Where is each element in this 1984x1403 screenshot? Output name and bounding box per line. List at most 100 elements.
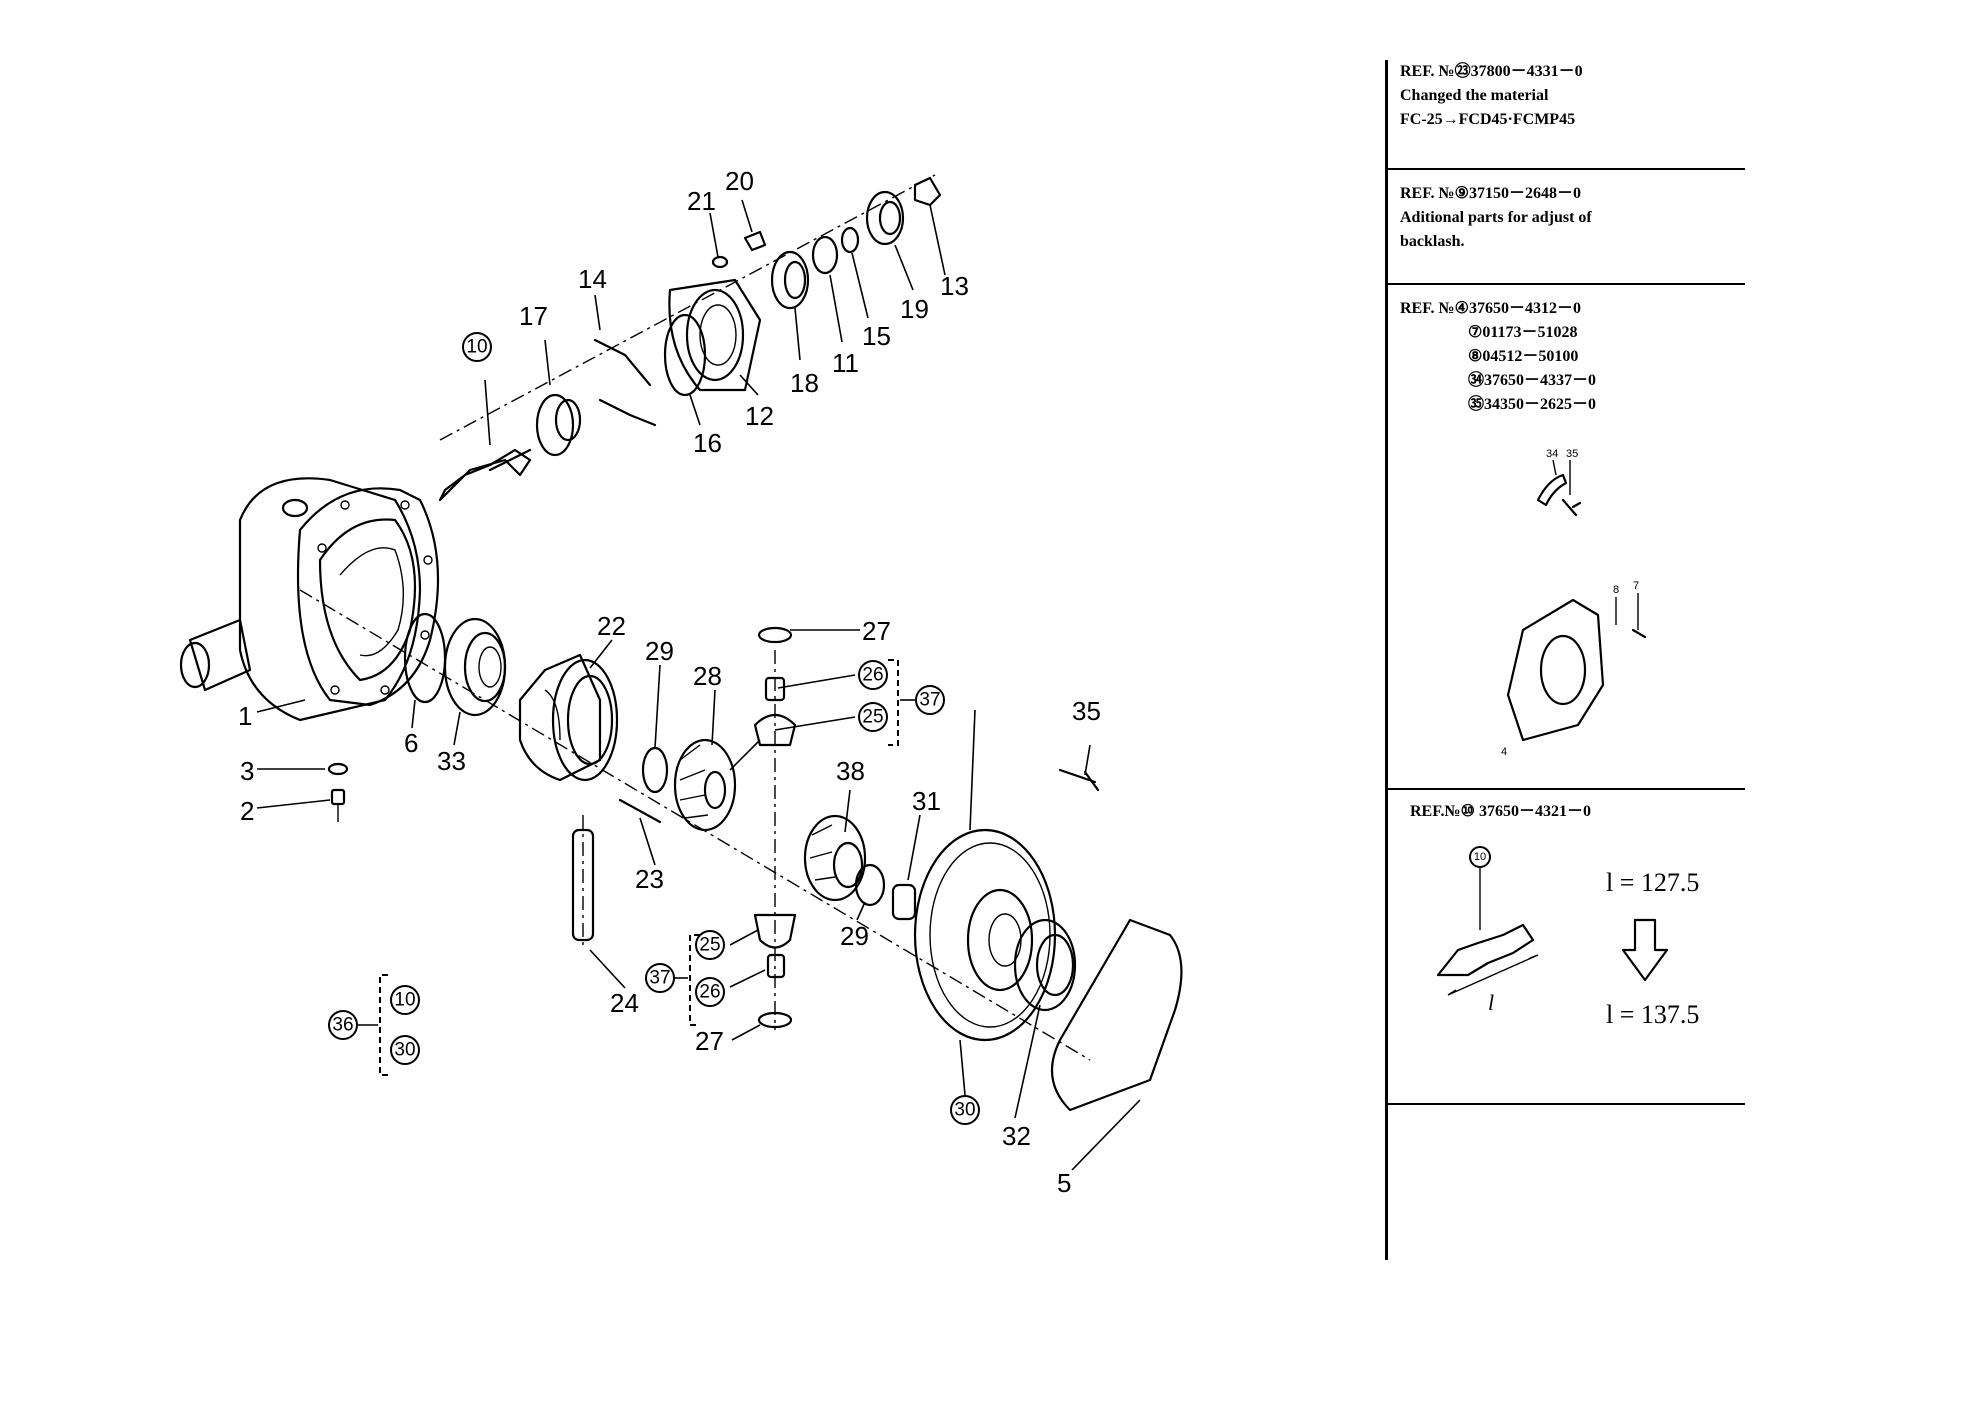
note3-divider [1388, 788, 1745, 790]
bracket-36 [379, 974, 388, 1076]
note3-part-35: ㉟34350－2625－0 [1468, 396, 1597, 413]
bearing-33 [443, 617, 507, 717]
thrust-washer-upper [641, 746, 669, 794]
svg-text:30: 30 [394, 1040, 415, 1061]
pinion-housing [668, 278, 762, 392]
note2-divider [1388, 283, 1745, 285]
note4-part-label: 10 [1474, 851, 1486, 863]
callout-25-upper-circled: 25 [858, 702, 888, 732]
svg-text:25: 25 [699, 935, 720, 956]
svg-text:36: 36 [332, 1015, 353, 1036]
note2-text: Aditional parts for adjust of [1400, 209, 1592, 226]
differential-case [518, 653, 619, 782]
note4-ref: REF.№⑩ 37650－4321－0 [1410, 803, 1591, 820]
callout-2: 2 [240, 796, 254, 826]
callout-37-lower-circled: 37 [645, 963, 675, 993]
callout-30-set-circled: 30 [390, 1035, 420, 1065]
panel-divider [1385, 60, 1388, 1260]
callout-11: 11 [832, 348, 859, 378]
bearing-18 [770, 250, 810, 310]
note1-material: FC-25→FCD45·FCMP45 [1400, 111, 1576, 128]
svg-text:10: 10 [394, 990, 415, 1011]
note1-ref: REF. №㉓37800－4331－0 [1400, 63, 1583, 80]
callout-25-lower-circled: 25 [695, 930, 725, 960]
note3-part-7: ⑦01173－51028 [1468, 324, 1578, 341]
note3-part-34: ㉞37650－4337－0 [1468, 372, 1597, 389]
callout-23: 23 [635, 864, 664, 894]
note2-text-cont: backlash. [1400, 233, 1465, 250]
callout-18: 18 [790, 368, 819, 398]
callout-5: 5 [1057, 1168, 1071, 1198]
callout-19: 19 [900, 294, 929, 324]
bearing-17 [535, 393, 582, 457]
gear-case-housing [179, 477, 440, 722]
main-axis [299, 589, 1091, 1061]
callout-31: 31 [912, 786, 941, 816]
callout-10-set-circled: 10 [390, 985, 420, 1015]
dim-after: l = 137.5 [1606, 1000, 1700, 1029]
callout-36-circled: 36 [328, 1010, 358, 1040]
note-backlash-parts: REF. №⑨37150－2648－0 Aditional parts for … [1388, 170, 1745, 285]
callout-32: 32 [1002, 1121, 1031, 1151]
cover-gasket [1050, 918, 1183, 1112]
callout-10-circled: 10 [462, 332, 492, 362]
spacer-11 [811, 235, 839, 275]
side-gear-38 [803, 814, 867, 902]
exploded-parts-diagram: 1 3 2 6 33 22 29 28 23 24 27 27 38 31 29… [179, 166, 1183, 1198]
nut-13 [913, 176, 942, 207]
callout-27-lower: 27 [695, 1026, 724, 1056]
washer-15 [840, 226, 860, 254]
callout-35: 35 [1072, 696, 1101, 726]
note3-ref: REF. №④37650－4312－0 [1400, 300, 1581, 317]
bolt-20 [743, 230, 767, 252]
callout-29-upper: 29 [645, 636, 674, 666]
pinion-shaft [571, 828, 595, 942]
callout-26-upper-circled: 26 [858, 660, 888, 690]
ring-gear [913, 828, 1057, 1042]
callout-6: 6 [404, 728, 418, 758]
svg-text:25: 25 [862, 707, 883, 728]
callout-3: 3 [240, 756, 254, 786]
callout-37-upper-circled: 37 [915, 685, 945, 715]
fig-a-label-34: 34 [1546, 448, 1558, 460]
fig-b-label-7: 7 [1633, 580, 1639, 592]
callout-26-lower-circled: 26 [695, 977, 725, 1007]
revision-notes-panel: REF. №㉓37800－4331－0 Changed the material… [1385, 60, 1745, 1260]
thrust-washer-lower [854, 863, 886, 907]
callout-16: 16 [693, 428, 722, 458]
pinion-set-upper [753, 626, 797, 747]
note4-pinion-figure: 10 l [1436, 846, 1539, 1015]
washer-21 [711, 255, 729, 269]
svg-text:37: 37 [649, 968, 670, 989]
note4-dim-symbol: l [1488, 990, 1494, 1015]
bearing-19 [865, 190, 905, 246]
fig-a-label-35: 35 [1566, 448, 1578, 460]
leader-lines [256, 199, 1141, 1171]
callout-33: 33 [437, 746, 466, 776]
note-part-numbers: REF. №④37650－4312－0 ⑦01173－51028 ⑧04512－… [1388, 285, 1745, 790]
callout-38: 38 [836, 756, 865, 786]
pinion-set-lower [753, 913, 797, 1029]
arrow-down-icon [1621, 918, 1669, 982]
callout-29-lower: 29 [840, 921, 869, 951]
note-material-change: REF. №㉓37800－4331－0 Changed the material… [1388, 60, 1745, 170]
pinion-axis [439, 174, 936, 441]
side-gear-28 [673, 738, 737, 832]
note1-divider [1388, 168, 1745, 170]
bracket-upper [888, 659, 899, 746]
o-ring [403, 612, 447, 704]
bushing-31 [891, 883, 917, 921]
note3-cover-figure: 8 7 4 [1501, 580, 1647, 758]
callout-12: 12 [745, 401, 774, 431]
callout-27-upper: 27 [862, 616, 891, 646]
callout-22: 22 [597, 611, 626, 641]
svg-text:26: 26 [699, 982, 720, 1003]
dim-before: l = 127.5 [1606, 868, 1700, 897]
bolt-35 [1058, 768, 1100, 792]
callout-30-circled: 30 [950, 1095, 980, 1125]
svg-text:26: 26 [862, 665, 883, 686]
bolt-and-washer [327, 762, 349, 822]
callout-1: 1 [238, 701, 252, 731]
bearing-32 [1013, 918, 1077, 1012]
lock-pin [618, 798, 662, 824]
